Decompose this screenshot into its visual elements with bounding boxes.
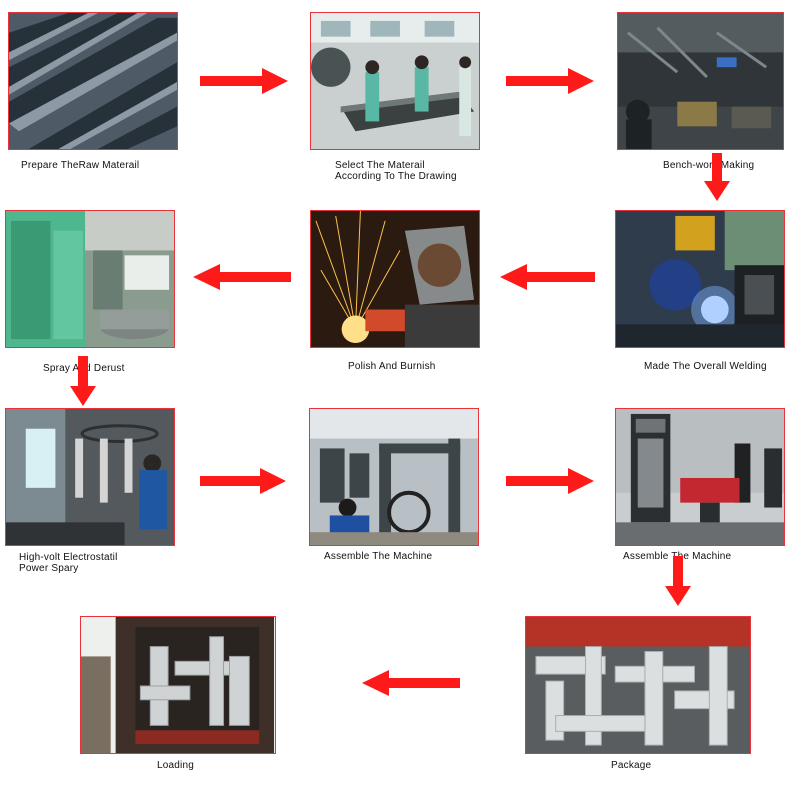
- step-5-label: Polish And Burnish: [348, 361, 436, 372]
- step-1-label: Prepare TheRaw Materail: [21, 160, 140, 171]
- arrow-right-4: [506, 468, 594, 494]
- step-4-photo: [615, 210, 785, 348]
- step-1-photo: [8, 12, 178, 150]
- arrow-left-2: [193, 264, 291, 290]
- step-3-label: Bench-work Making: [663, 160, 755, 171]
- step-7-label: High-volt Electrostatil Power Spary: [19, 552, 118, 574]
- arrow-right-3: [200, 468, 286, 494]
- step-3-photo: [617, 12, 784, 150]
- step-11-label: Loading: [157, 760, 194, 771]
- step-6-photo: [5, 210, 175, 348]
- arrow-down-2: [70, 356, 96, 406]
- step-5-photo: [310, 210, 480, 348]
- arrow-right-2: [506, 68, 594, 94]
- step-8-label: Assemble The Machine: [324, 551, 433, 562]
- arrow-left-1: [500, 264, 595, 290]
- arrow-left-3: [362, 670, 460, 696]
- step-7-photo: [5, 408, 175, 546]
- arrow-right-1: [200, 68, 288, 94]
- step-2-photo: [310, 12, 480, 150]
- step-11-photo: [80, 616, 276, 754]
- step-8-photo: [309, 408, 479, 546]
- arrow-down-1: [704, 153, 730, 201]
- step-9-photo: [615, 408, 785, 546]
- step-10-photo: [525, 616, 751, 754]
- step-2-label: Select The Materail According To The Dra…: [335, 160, 457, 182]
- step-4-label: Made The Overall Welding: [644, 361, 767, 372]
- step-10-label: Package: [611, 760, 652, 771]
- arrow-down-3: [665, 556, 691, 606]
